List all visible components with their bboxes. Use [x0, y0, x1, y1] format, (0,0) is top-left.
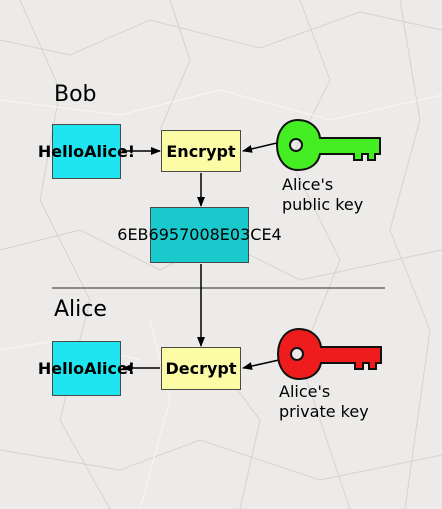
- bob-plaintext-box: Hello Alice!: [38, 124, 135, 179]
- decrypt-box: Decrypt: [161, 347, 241, 390]
- public-key-label-line1: Alice's: [282, 175, 334, 194]
- ciphertext-line2: 08E03CE4: [199, 225, 282, 244]
- bob-label: Bob: [54, 82, 97, 107]
- private-key-icon: [276, 327, 382, 381]
- ciphertext-line1: 6EB69570: [117, 225, 200, 244]
- public-key-label-line2: public key: [282, 195, 364, 214]
- bob-plaintext-line1: Hello: [37, 141, 85, 161]
- private-key-label-line2: private key: [279, 402, 369, 421]
- alice-plaintext-line2: Alice!: [84, 358, 136, 378]
- arrow-private-key-to-decrypt: [242, 359, 280, 370]
- bob-plaintext-line2: Alice!: [84, 141, 136, 161]
- arrow-public-key-to-encrypt: [242, 141, 282, 153]
- alice-plaintext-box: Hello Alice!: [38, 341, 135, 396]
- alice-plaintext-line1: Hello: [37, 358, 85, 378]
- ciphertext-box: 6EB69570 08E03CE4: [117, 207, 282, 263]
- encrypt-box: Encrypt: [161, 130, 241, 172]
- alice-label: Alice: [54, 297, 107, 322]
- public-key-icon: [275, 118, 381, 172]
- private-key-label: Alice's private key: [279, 382, 369, 422]
- private-key-label-line1: Alice's: [279, 382, 331, 401]
- public-key-label: Alice's public key: [282, 175, 363, 215]
